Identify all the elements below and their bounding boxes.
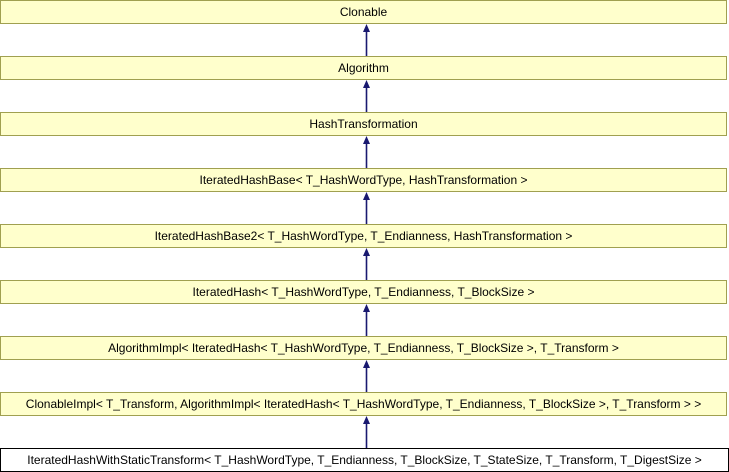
class-node-clonableimpl[interactable]: ClonableImpl< T_Transform, AlgorithmImpl…: [0, 392, 727, 416]
inheritance-arrow: [363, 416, 370, 448]
class-node-hashtransformation[interactable]: HashTransformation: [0, 112, 727, 136]
inheritance-arrow: [363, 248, 370, 280]
inheritance-arrow: [363, 304, 370, 336]
inheritance-arrow: [363, 24, 370, 56]
class-node-iteratedhashwithstatictransform: IteratedHashWithStaticTransform< T_HashW…: [0, 448, 729, 472]
class-node-iteratedhashbase[interactable]: IteratedHashBase< T_HashWordType, HashTr…: [0, 168, 727, 192]
inheritance-arrow: [363, 360, 370, 392]
inheritance-arrow: [363, 136, 370, 168]
inheritance-arrow: [363, 192, 370, 224]
class-node-iteratedhash[interactable]: IteratedHash< T_HashWordType, T_Endianne…: [0, 280, 727, 304]
class-node-algorithm[interactable]: Algorithm: [0, 56, 727, 80]
class-node-algorithmimpl[interactable]: AlgorithmImpl< IteratedHash< T_HashWordT…: [0, 336, 727, 360]
class-node-clonable[interactable]: Clonable: [0, 0, 727, 24]
inheritance-arrow: [363, 80, 370, 112]
class-node-iteratedhashbase2[interactable]: IteratedHashBase2< T_HashWordType, T_End…: [0, 224, 727, 248]
